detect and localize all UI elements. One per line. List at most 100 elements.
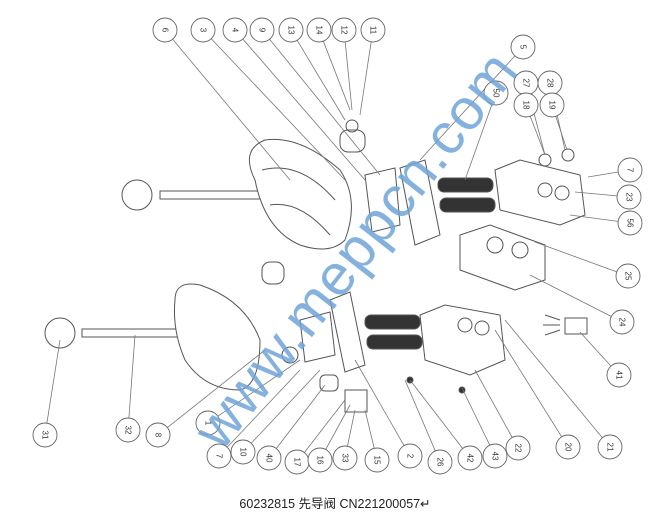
callout-number: 8 (154, 433, 163, 438)
callout-circle (597, 434, 623, 460)
leader-line (217, 359, 301, 417)
callout-number: 28 (546, 79, 555, 88)
callout-circle (606, 362, 632, 388)
callout-circle (617, 210, 643, 236)
springs-upper (437, 177, 496, 213)
parts-group (44, 119, 588, 413)
callout-number: 42 (466, 454, 475, 463)
callout-number: 7 (215, 454, 224, 459)
callout-26: 26 (404, 379, 453, 475)
leader-line (322, 41, 351, 111)
callout-6: 6 (152, 17, 291, 181)
leader-line (461, 387, 491, 446)
part-boot-lower (174, 283, 261, 391)
leader-line (409, 379, 464, 449)
callout-number: 31 (41, 431, 50, 440)
callout-number: 26 (436, 458, 445, 467)
callout-number: 14 (315, 26, 324, 35)
callout-number: 20 (564, 443, 573, 452)
leader-line (172, 38, 291, 181)
callout-25: 25 (534, 241, 641, 289)
callout-circle (617, 157, 643, 183)
leader-line (128, 334, 136, 419)
callout-41: 41 (579, 331, 632, 388)
callout-19: 19 (539, 92, 568, 151)
callout-15: 15 (364, 409, 390, 473)
callout-circle (331, 17, 357, 43)
callout-circle (510, 34, 536, 60)
leader-line (226, 369, 301, 448)
part-block-24 (459, 224, 546, 291)
part-shaft-upper (159, 190, 261, 200)
leader-line (419, 55, 516, 161)
callout-circle (615, 263, 641, 289)
part-knob-ball-upper (121, 179, 153, 211)
leader-line (325, 404, 351, 450)
leader-line (354, 359, 405, 446)
callout-33: 33 (332, 409, 358, 471)
callout-circle (145, 422, 171, 448)
part-plate-lower-1 (299, 311, 336, 363)
callout-22: 22 (474, 369, 531, 461)
callout-number: 6 (161, 28, 170, 33)
callout-circle (609, 309, 635, 335)
callout-circle (190, 17, 216, 43)
callout-7: 7 (587, 157, 643, 183)
callout-number: 25 (624, 272, 633, 281)
callout-number: 10 (239, 448, 248, 457)
callout-number: 24 (618, 318, 627, 327)
callout-circle (364, 447, 390, 473)
callout-5: 5 (419, 34, 536, 161)
callout-3: 3 (190, 17, 346, 181)
leader-line (474, 369, 513, 438)
callout-number: 33 (341, 454, 350, 463)
callout-number: 50 (492, 89, 501, 98)
callout-16: 16 (307, 404, 351, 473)
callout-number: 7 (626, 168, 635, 173)
callout-circle (307, 447, 333, 473)
callout-31: 31 (32, 339, 61, 448)
callout-circle (206, 443, 232, 469)
callout-circle (457, 445, 483, 471)
callout-circle (513, 92, 539, 118)
callout-circle (332, 445, 358, 471)
callout-circle (222, 17, 248, 43)
part-plate-lower-2 (329, 291, 366, 373)
callout-56: 56 (569, 210, 643, 236)
callout-circle (397, 443, 423, 469)
callout-number: 1 (204, 421, 213, 426)
leader-line (46, 339, 61, 424)
callout-number: 21 (606, 443, 615, 452)
leader-line (359, 41, 372, 116)
callout-number: 17 (293, 458, 302, 467)
callout-number: 56 (626, 219, 635, 228)
leader-line (275, 384, 326, 449)
callout-circle (360, 17, 386, 43)
callout-number: 41 (615, 371, 624, 380)
callout-circle (306, 17, 332, 43)
part-valve-body-upper (494, 159, 586, 226)
leader-line (569, 214, 619, 222)
leader-line (242, 38, 366, 181)
callout-circle (249, 17, 275, 43)
callout-10: 10 (230, 369, 321, 465)
callout-number: 3 (199, 28, 208, 33)
callout-circle (32, 422, 58, 448)
part-connector-41 (564, 317, 588, 335)
part-sleeve (319, 374, 339, 392)
callout-circle (616, 184, 642, 210)
callout-1: 1 (195, 359, 301, 436)
callout-11: 11 (359, 17, 386, 116)
part-plate-upper-1 (364, 167, 401, 233)
callout-number: 12 (340, 26, 349, 35)
part-valve-body-lower (419, 304, 506, 376)
callout-number: 11 (369, 26, 378, 35)
callout-number: 32 (124, 426, 133, 435)
leader-line (250, 369, 321, 444)
springs-lower (364, 314, 423, 350)
callout-circle (539, 92, 565, 118)
leader-line (529, 274, 612, 317)
callout-number: 19 (548, 101, 557, 110)
callout-circle (482, 443, 508, 469)
